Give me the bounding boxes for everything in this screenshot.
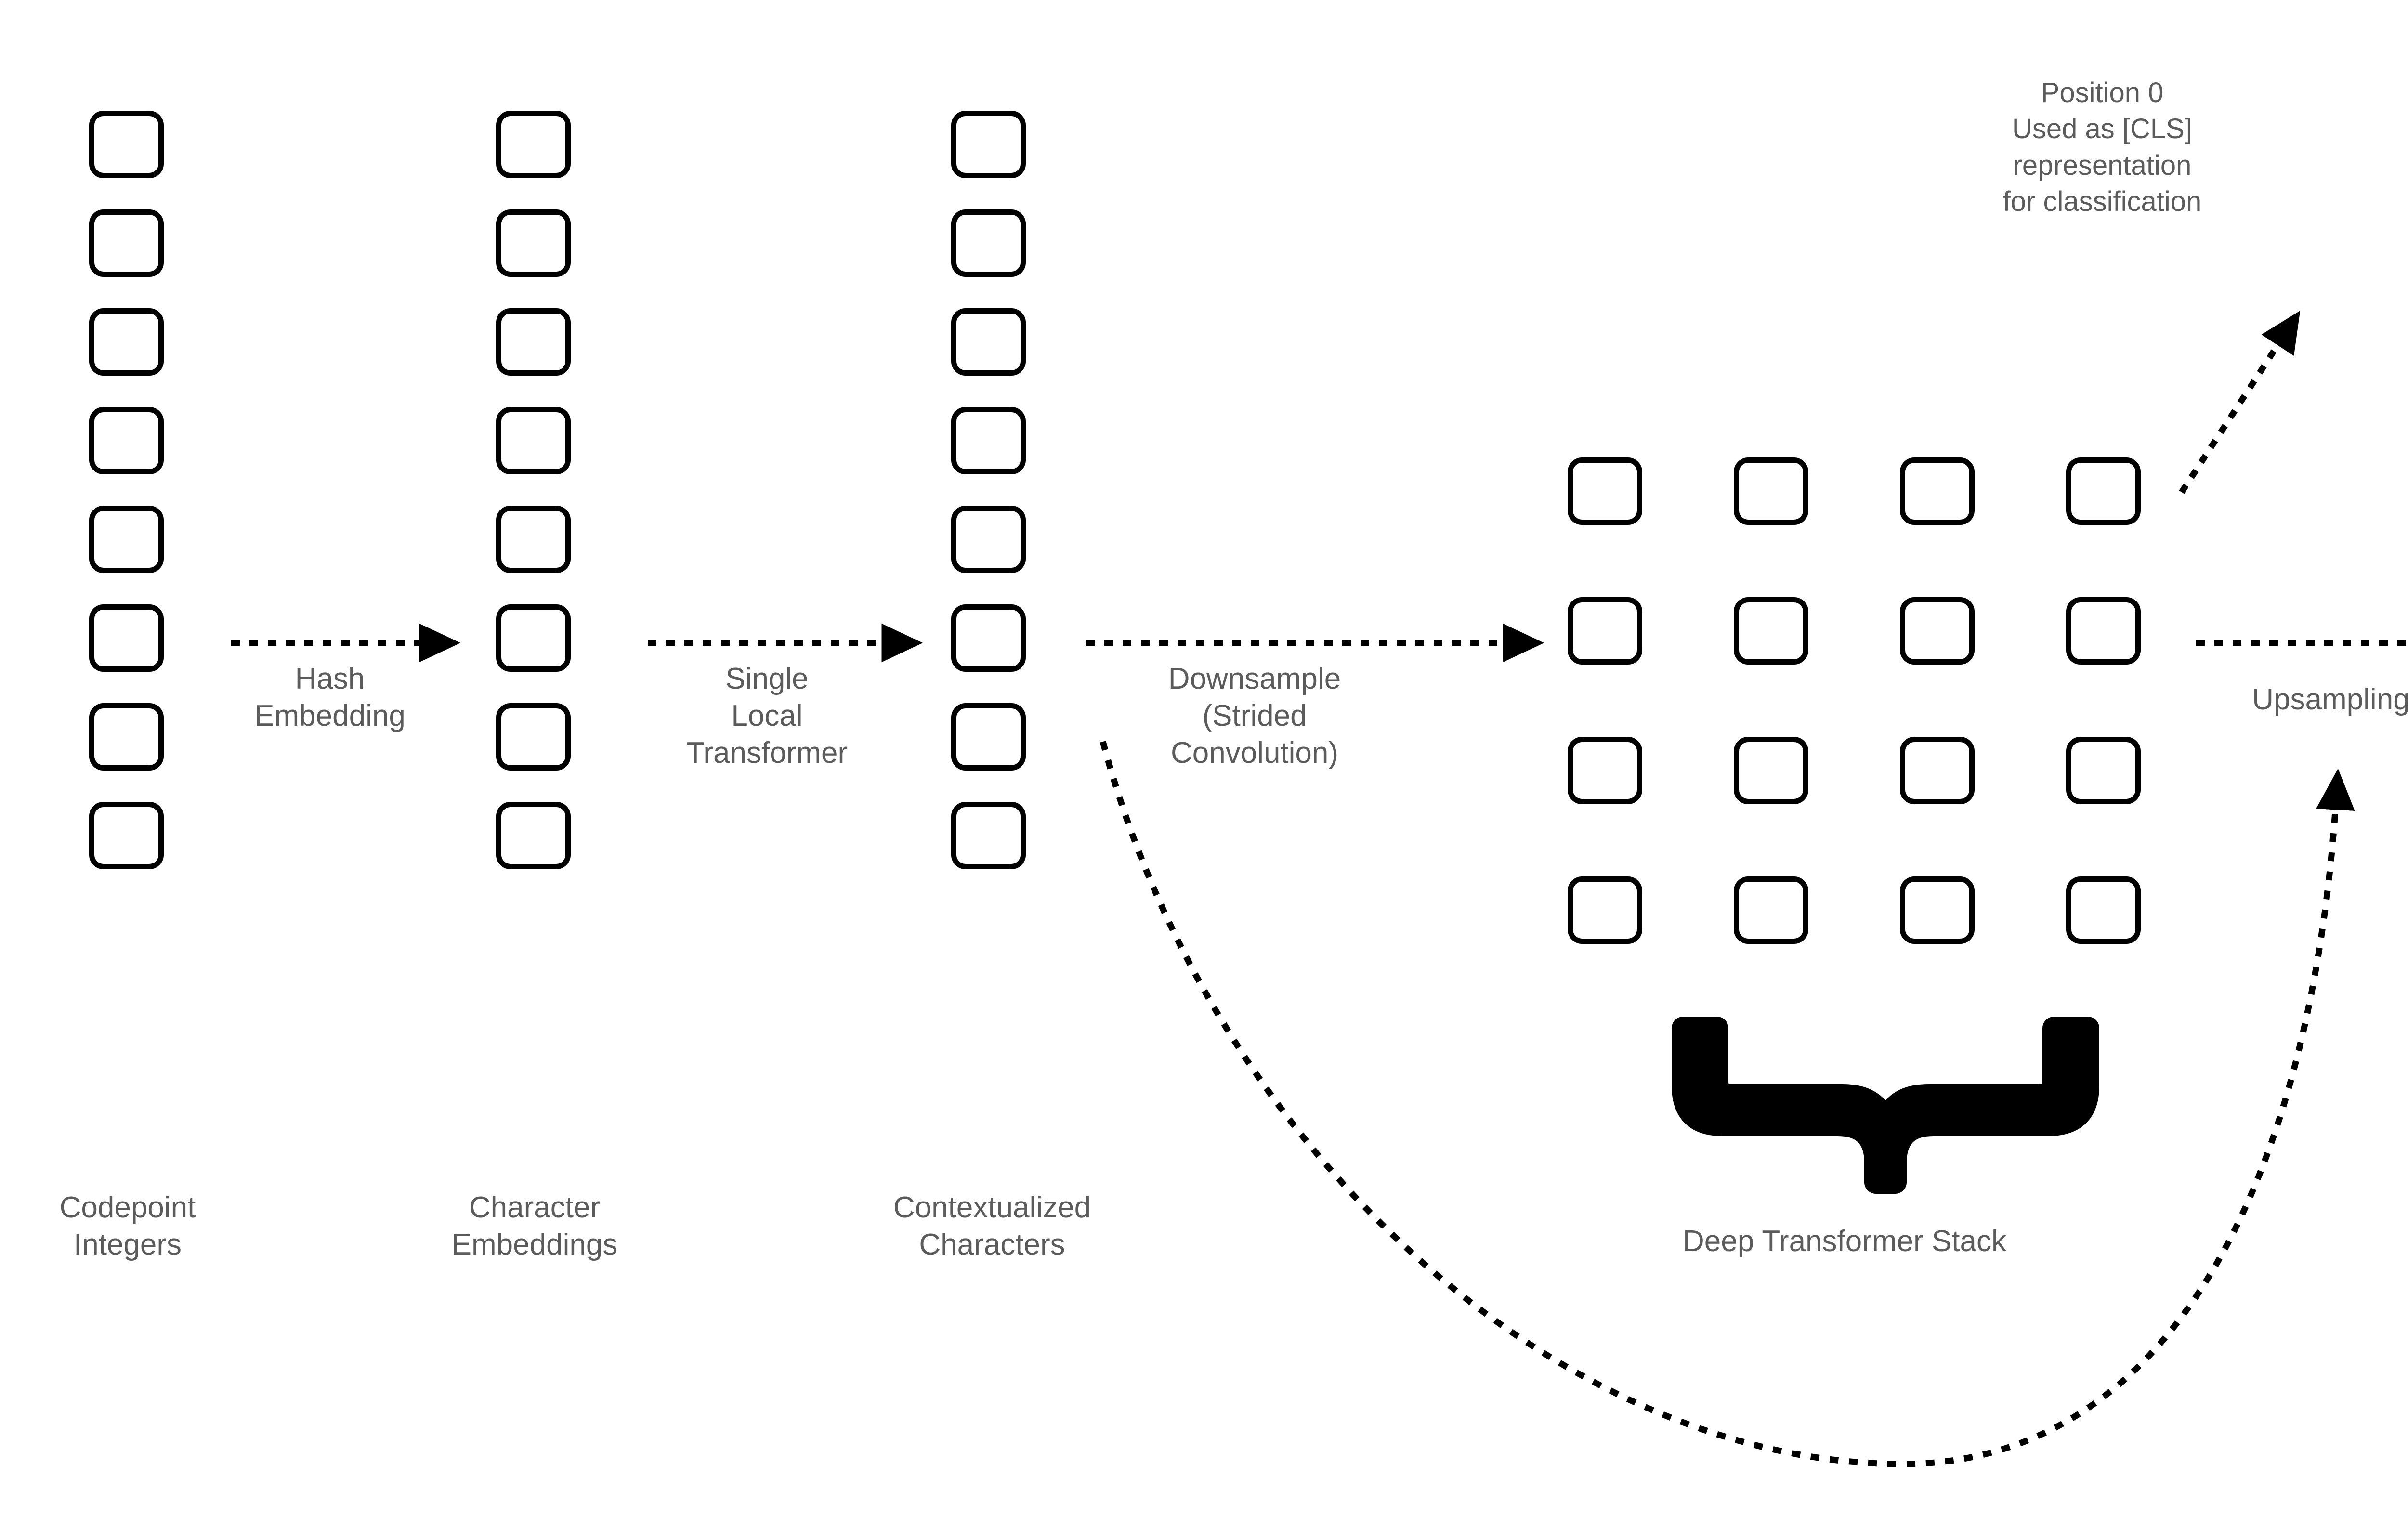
deep-transformer-stack-brace bbox=[1672, 1017, 2099, 1194]
arrow-cls-pointer bbox=[2179, 310, 2301, 494]
token-box[interactable] bbox=[89, 111, 164, 178]
column-caption-codepoint-integers: Codepoint Integers bbox=[59, 1191, 196, 1261]
stack-cell[interactable] bbox=[1734, 597, 1808, 665]
deep-transformer-stack-caption: Deep Transformer Stack bbox=[1683, 1225, 2006, 1258]
stack-cell[interactable] bbox=[1568, 737, 1642, 804]
transition-label-hash-embedding: Hash Embedding bbox=[254, 662, 406, 732]
token-box[interactable] bbox=[496, 308, 571, 376]
token-box[interactable] bbox=[89, 506, 164, 573]
stack-cell[interactable] bbox=[1568, 597, 1642, 665]
transition-label-downsample: Downsample (Strided Convolution) bbox=[1168, 662, 1341, 770]
token-box[interactable] bbox=[89, 802, 164, 869]
token-box[interactable] bbox=[89, 604, 164, 672]
token-box[interactable] bbox=[951, 111, 1026, 178]
stack-cell[interactable] bbox=[2066, 597, 2141, 665]
transition-label-single-local-transformer: Single Local Transformer bbox=[686, 662, 848, 770]
token-box[interactable] bbox=[951, 802, 1026, 869]
token-box[interactable] bbox=[951, 308, 1026, 376]
column-caption-contextualized-characters: Contextualized Characters bbox=[893, 1191, 1091, 1261]
transition-label-upsampling: Upsampling bbox=[2252, 683, 2408, 716]
token-box[interactable] bbox=[496, 604, 571, 672]
token-box[interactable] bbox=[951, 506, 1026, 573]
token-box[interactable] bbox=[496, 209, 571, 277]
stack-cell[interactable] bbox=[1568, 457, 1642, 525]
column-caption-character-embeddings: Character Embeddings bbox=[451, 1191, 618, 1261]
token-box[interactable] bbox=[951, 703, 1026, 771]
token-box[interactable] bbox=[496, 407, 571, 474]
token-box[interactable] bbox=[496, 111, 571, 178]
stack-cell[interactable] bbox=[1900, 737, 1975, 804]
token-box[interactable] bbox=[951, 604, 1026, 672]
token-box[interactable] bbox=[89, 407, 164, 474]
token-box[interactable] bbox=[496, 802, 571, 869]
stack-cell[interactable] bbox=[1734, 457, 1808, 525]
token-box[interactable] bbox=[89, 308, 164, 376]
stack-cell[interactable] bbox=[1900, 876, 1975, 944]
token-box[interactable] bbox=[951, 209, 1026, 277]
stack-cell[interactable] bbox=[1568, 876, 1642, 944]
stack-cell[interactable] bbox=[1900, 457, 1975, 525]
stack-cell[interactable] bbox=[1900, 597, 1975, 665]
token-box[interactable] bbox=[951, 407, 1026, 474]
token-box[interactable] bbox=[496, 506, 571, 573]
token-box[interactable] bbox=[89, 703, 164, 771]
stack-cell[interactable] bbox=[2066, 737, 2141, 804]
arrow-skip-connection bbox=[1099, 741, 2355, 1467]
stack-cell[interactable] bbox=[1734, 737, 1808, 804]
token-box[interactable] bbox=[496, 703, 571, 771]
token-box[interactable] bbox=[89, 209, 164, 277]
stack-cell[interactable] bbox=[1734, 876, 1808, 944]
cls-annotation: Position 0 Used as [CLS] representation … bbox=[2002, 77, 2202, 218]
stack-cell[interactable] bbox=[2066, 457, 2141, 525]
stack-cell[interactable] bbox=[2066, 876, 2141, 944]
